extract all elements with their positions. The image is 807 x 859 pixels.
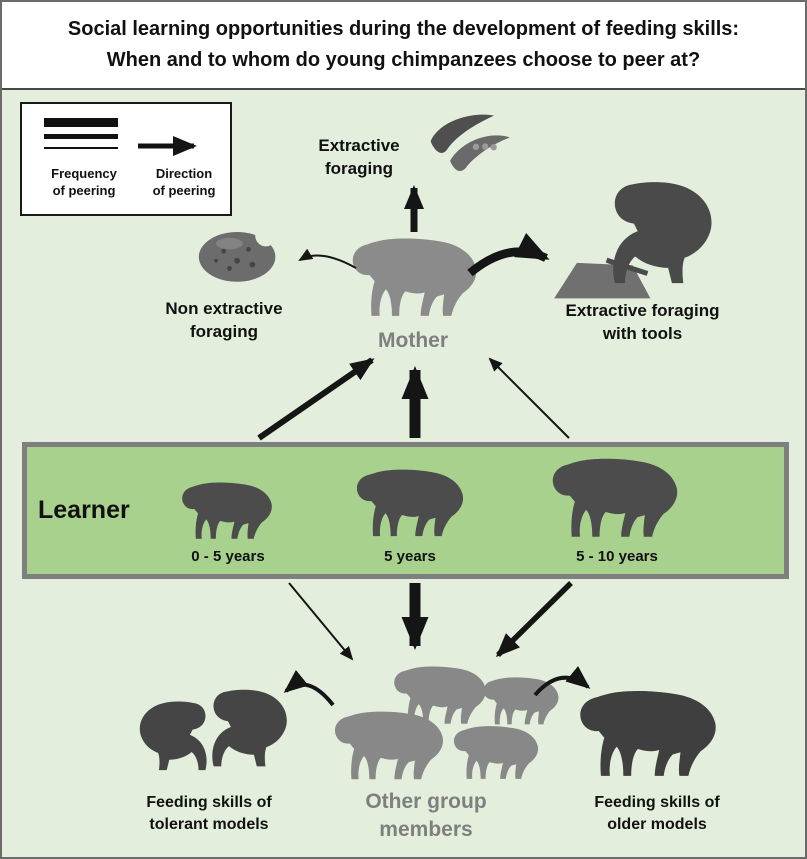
older-models-label: Feeding skills of older models: [594, 794, 720, 833]
legend-frequency-label: Frequency of peering: [51, 166, 117, 198]
age-label-5-10: 5 - 10 years: [576, 548, 658, 565]
food-item-icon: [195, 224, 283, 286]
legend-box: Frequency of peering Direction of peerin…: [20, 102, 232, 216]
extractive-foraging-label: Extractive foraging: [318, 136, 400, 178]
group-chimp-icon: [450, 720, 542, 782]
group-chimp-icon: [480, 672, 562, 727]
learner-chimp-5-icon: [352, 462, 468, 540]
legend-direction-label: Direction of peering: [152, 166, 216, 198]
learner-label: Learner: [38, 496, 130, 524]
age-label-5: 5 years: [384, 548, 436, 565]
tolerant-models-label: Feeding skills of tolerant models: [146, 794, 272, 833]
non-extractive-foraging-label: Non extractive foraging: [165, 299, 283, 341]
chimp-using-tools-icon: [544, 164, 734, 306]
mother-label: Mother: [378, 329, 448, 352]
arrow-learner-0-5-to-group: [288, 582, 354, 661]
arrow-learner-5-10-to-group: [495, 581, 573, 658]
peering-direction-arrow-icon: [138, 136, 197, 156]
tolerant-model-icon: [204, 670, 300, 782]
age-label-0-5: 0 - 5 years: [191, 548, 265, 565]
learner-chimp-5-10-icon: [547, 450, 683, 541]
arrow-learner-0-5-to-mother: [257, 357, 375, 441]
group-chimp-icon: [330, 704, 448, 783]
figure-title: Social learning opportunities during the…: [2, 2, 805, 90]
learner-chimp-0-5-icon: [178, 476, 276, 542]
other-group-members-label: Other group members: [365, 790, 487, 842]
arrow-learner-5-10-to-mother: [488, 357, 570, 439]
seed-pods-icon: [418, 104, 523, 185]
tolerant-model-icon: [128, 684, 214, 784]
mother-chimp-icon: [347, 230, 482, 320]
peering-frequency-medium-bar-icon: [44, 134, 118, 139]
peering-frequency-thin-bar-icon: [44, 147, 118, 149]
tools-foraging-label: Extractive foraging with tools: [565, 301, 720, 343]
older-model-icon: [574, 678, 722, 784]
peering-frequency-thick-bar-icon: [44, 118, 118, 127]
